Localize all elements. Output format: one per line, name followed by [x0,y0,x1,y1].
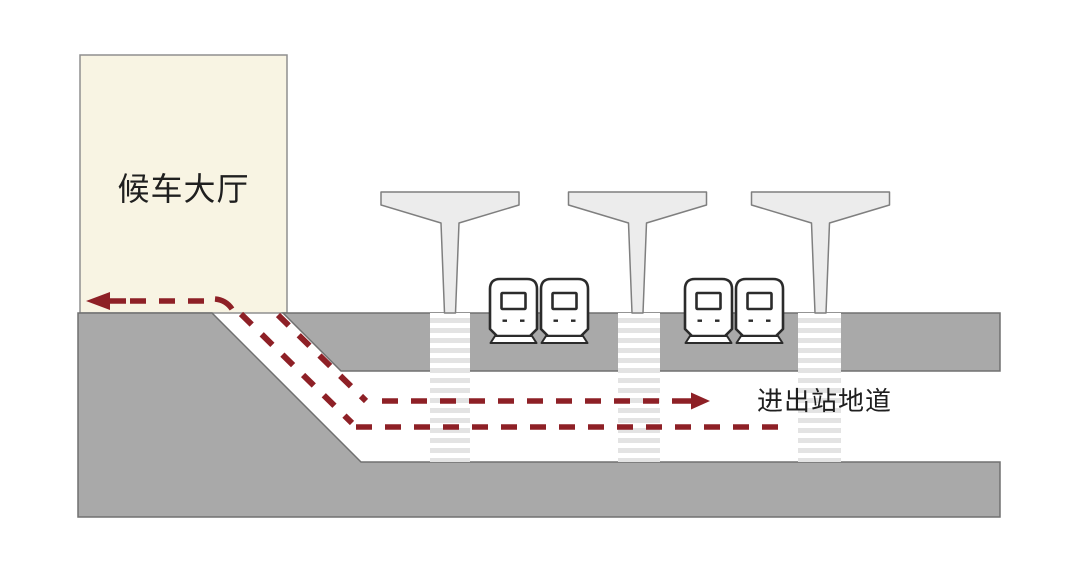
ramp-flow-path [238,311,369,426]
hall-exit-flow-path [86,292,235,311]
underpass-flow-path [356,392,788,430]
train-front-icon [734,277,785,345]
train-front-icon [683,277,734,345]
striped-stairway-icon [798,313,841,462]
striped-stairway-icon [430,313,470,462]
right-arrowhead-icon [691,392,710,410]
left-arrowhead-icon [86,292,110,310]
underpass-label: 进出站地道 [757,386,893,416]
train-front-icon [539,277,590,345]
ground-left-and-bottom-mass [77,312,1001,518]
striped-stairway-icon [618,313,660,462]
train-front-icon [488,277,539,345]
waiting-hall-label: 候车大厅 [117,171,250,207]
waiting-hall-building [79,54,288,314]
